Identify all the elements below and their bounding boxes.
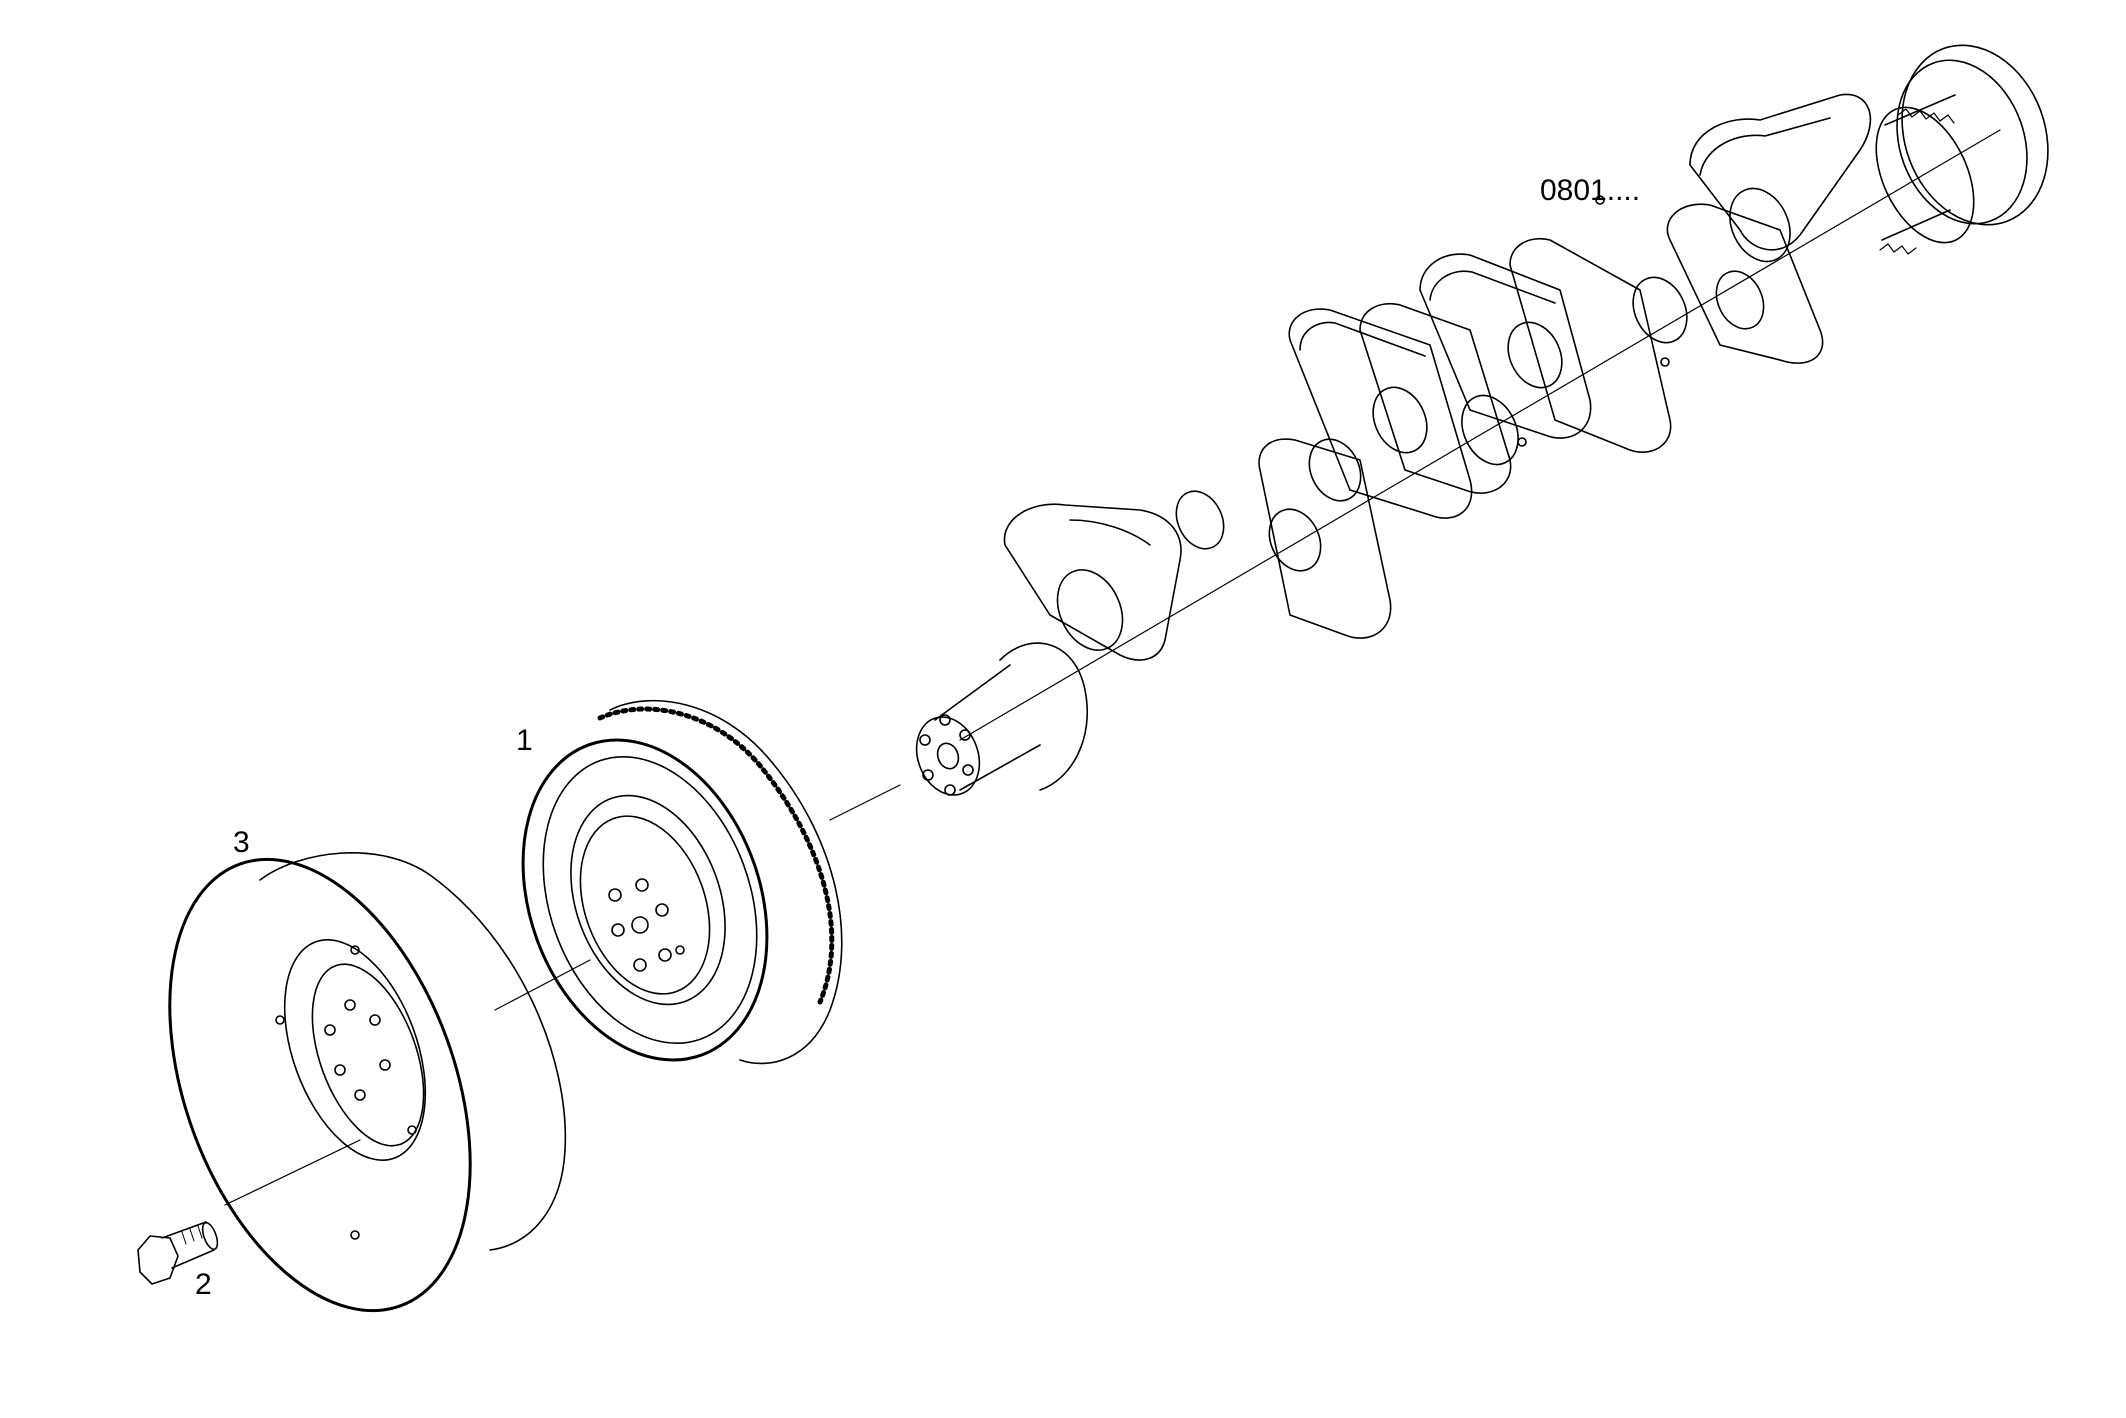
callout-1: 1 <box>516 724 533 757</box>
reference-label: 0801.... <box>1540 174 1641 207</box>
crankshaft-webs <box>1003 93 1872 661</box>
callout-2: 2 <box>195 1268 212 1301</box>
crankshaft-journals <box>1056 187 1791 651</box>
crankshaft-front-nose <box>915 642 1089 796</box>
axis-line-lower <box>224 1139 361 1206</box>
callout-3: 3 <box>233 826 250 859</box>
crankshaft-rear-flange <box>1875 44 2049 255</box>
pulley <box>168 852 567 1313</box>
crankshaft <box>915 44 2049 796</box>
vibration-damper <box>521 699 843 1065</box>
axis-line-upper <box>829 784 901 821</box>
axis-line-middle <box>494 959 591 1011</box>
flange-bolt <box>137 1221 219 1285</box>
